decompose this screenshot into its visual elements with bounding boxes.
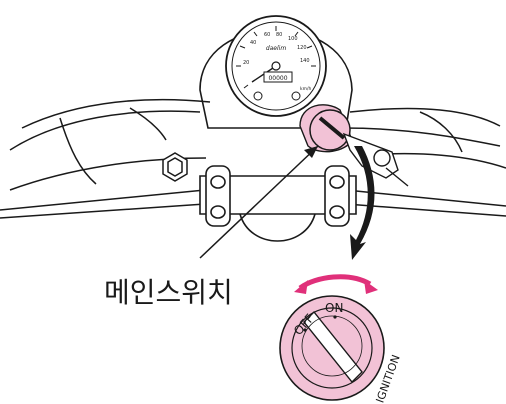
hex-bolt	[163, 153, 187, 181]
speed-tick: 140	[300, 58, 310, 64]
speed-tick: 100	[288, 36, 298, 42]
main-switch-label: 메인스위치	[104, 276, 233, 309]
speed-tick: 60	[264, 32, 270, 38]
odometer-readout: 00000	[268, 75, 287, 82]
speed-tick: 20	[243, 60, 249, 66]
switch-position-on: ON	[325, 301, 343, 315]
handlebar-clamp	[200, 166, 356, 241]
speedometer: 20 40 60 80 100 120 140 daelim km/h 0000…	[226, 16, 326, 116]
speed-tick: 40	[250, 40, 256, 46]
rotation-arrow	[294, 277, 378, 294]
speedometer-brand: daelim	[266, 45, 287, 52]
ignition-switch-detail: OFF ON IGNITION	[280, 296, 403, 404]
speed-tick: 80	[276, 32, 282, 38]
speedometer-unit: km/h	[300, 86, 312, 92]
speed-tick: 120	[297, 45, 307, 51]
